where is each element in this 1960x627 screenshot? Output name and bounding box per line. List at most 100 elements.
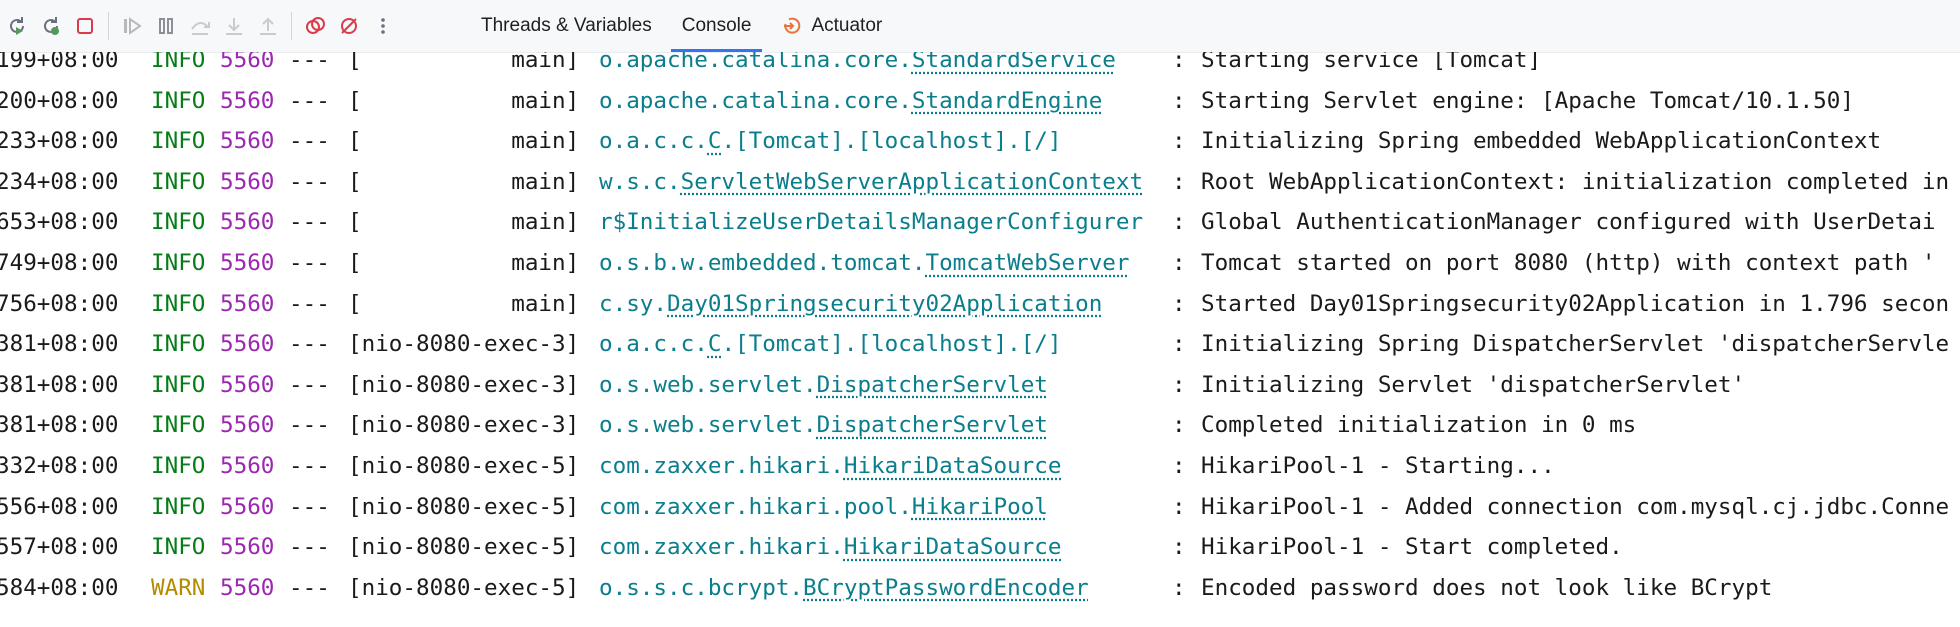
log-level: INFO	[151, 128, 206, 155]
log-message: Starting Servlet engine: [Apache Tomcat/…	[1201, 87, 1854, 114]
logger-class-link[interactable]: HikariPool	[911, 493, 1048, 520]
view-breakpoints-icon	[306, 17, 325, 34]
view-breakpoints-button[interactable]	[298, 9, 332, 43]
log-timestamp: 332+08:00	[0, 452, 119, 479]
log-timestamp: 200+08:00	[0, 87, 119, 114]
log-logger: o.s.web.servlet.DispatcherServlet	[599, 405, 1048, 446]
logger-package: r$InitializeUserDetailsManagerConfigurer	[599, 209, 1144, 236]
log-separator: ---	[289, 249, 330, 276]
log-thread: [nio-8080-exec-5]	[348, 574, 580, 601]
log-separator: ---	[289, 493, 330, 520]
log-separator: ---	[289, 574, 330, 601]
log-thread: [ main]	[348, 87, 580, 114]
log-thread: [nio-8080-exec-5]	[348, 534, 580, 561]
log-pid: 5560	[220, 452, 275, 479]
logger-class-link[interactable]: C	[707, 331, 722, 358]
log-message: HikariPool-1 - Added connection com.mysq…	[1201, 493, 1950, 520]
log-colon: :	[1172, 87, 1186, 114]
log-logger: com.zaxxer.hikari.pool.HikariPool	[599, 487, 1048, 528]
pause-button[interactable]	[149, 9, 183, 43]
log-level: INFO	[151, 249, 206, 276]
log-timestamp: 381+08:00	[0, 412, 119, 439]
tab-threads-variables[interactable]: Threads & Variables	[466, 0, 667, 52]
log-logger: r$InitializeUserDetailsManagerConfigurer	[599, 202, 1143, 243]
log-timestamp: 557+08:00	[0, 534, 119, 561]
log-level: INFO	[151, 493, 206, 520]
step-into-button[interactable]	[217, 9, 251, 43]
log-thread: [nio-8080-exec-5]	[348, 452, 580, 479]
log-thread: [ main]	[348, 52, 580, 73]
rerun-icon	[10, 17, 24, 35]
log-message: Initializing Spring DispatcherServlet 'd…	[1201, 331, 1950, 358]
step-out-button[interactable]	[251, 9, 285, 43]
stop-button[interactable]	[68, 9, 102, 43]
tab-label: Actuator	[811, 15, 883, 36]
log-separator: ---	[289, 331, 330, 358]
rerun-failed-icon	[44, 17, 59, 35]
log-message: Initializing Servlet 'dispatcherServlet'	[1201, 371, 1746, 398]
mute-breakpoints-button[interactable]	[332, 9, 366, 43]
log-separator: ---	[289, 52, 330, 73]
logger-class-link[interactable]: TomcatWebServer	[925, 249, 1130, 276]
log-logger: o.apache.catalina.core.StandardEngine	[599, 81, 1102, 122]
more-icon	[381, 18, 385, 34]
rerun-button[interactable]	[0, 9, 34, 43]
log-pid: 5560	[220, 52, 275, 73]
log-logger: o.s.web.servlet.DispatcherServlet	[599, 365, 1048, 406]
rerun-failed-button[interactable]	[34, 9, 68, 43]
log-logger: w.s.c.ServletWebServerApplicationContext	[599, 162, 1143, 203]
logger-class-link[interactable]: C	[707, 128, 722, 155]
log-message: Tomcat started on port 8080 (http) with …	[1201, 249, 1936, 276]
logger-suffix: .[Tomcat].[localhost].[/]	[721, 331, 1062, 358]
resume-button[interactable]	[115, 9, 149, 43]
tab-actuator[interactable]: Actuator	[766, 0, 897, 52]
log-separator: ---	[289, 87, 330, 114]
log-thread: [ main]	[348, 249, 580, 276]
log-separator: ---	[289, 168, 330, 195]
log-pid: 5560	[220, 168, 275, 195]
logger-package: o.s.s.c.bcrypt.	[599, 574, 804, 601]
log-pid: 5560	[220, 209, 275, 236]
log-colon: :	[1172, 412, 1186, 439]
step-over-icon	[191, 22, 210, 35]
resume-icon	[124, 17, 142, 35]
log-colon: :	[1172, 168, 1186, 195]
log-thread: [ main]	[348, 168, 580, 195]
log-message: Starting service [Tomcat]	[1201, 52, 1542, 73]
logger-package: o.s.web.servlet.	[599, 371, 817, 398]
logger-class-link[interactable]: HikariDataSource	[843, 452, 1062, 479]
log-message: Root WebApplicationContext: initializati…	[1201, 168, 1950, 195]
log-pid: 5560	[220, 534, 275, 561]
step-over-button[interactable]	[183, 9, 217, 43]
log-logger: o.a.c.c.C.[Tomcat].[localhost].[/]	[599, 121, 1062, 162]
log-level: INFO	[151, 452, 206, 479]
logger-package: o.apache.catalina.core.	[599, 87, 912, 114]
log-separator: ---	[289, 371, 330, 398]
log-colon: :	[1172, 574, 1186, 601]
more-button[interactable]	[366, 9, 400, 43]
step-into-icon	[226, 18, 242, 35]
logger-class-link[interactable]: ServletWebServerApplicationContext	[680, 168, 1144, 195]
toolbar-separator	[108, 12, 109, 40]
logger-class-link[interactable]: Day01Springsecurity02Application	[667, 290, 1103, 317]
log-timestamp: 653+08:00	[0, 209, 119, 236]
log-separator: ---	[289, 452, 330, 479]
log-colon: :	[1172, 331, 1186, 358]
log-timestamp: 199+08:00	[0, 52, 119, 73]
log-colon: :	[1172, 371, 1186, 398]
logger-class-link[interactable]: DispatcherServlet	[816, 371, 1048, 398]
log-pid: 5560	[220, 128, 275, 155]
mute-breakpoints-icon	[341, 18, 357, 34]
logger-class-link[interactable]: HikariDataSource	[843, 534, 1062, 561]
log-logger: com.zaxxer.hikari.HikariDataSource	[599, 527, 1062, 568]
tab-console[interactable]: Console	[667, 0, 767, 52]
log-timestamp: 381+08:00	[0, 371, 119, 398]
logger-class-link[interactable]: DispatcherServlet	[816, 412, 1048, 439]
logger-package: o.a.c.c.	[599, 128, 708, 155]
logger-package: o.a.c.c.	[599, 331, 708, 358]
log-thread: [nio-8080-exec-3]	[348, 371, 580, 398]
logger-class-link[interactable]: StandardEngine	[911, 87, 1103, 114]
logger-class-link[interactable]: BCryptPasswordEncoder	[803, 574, 1089, 601]
logger-class-link[interactable]: StandardService	[911, 52, 1116, 73]
